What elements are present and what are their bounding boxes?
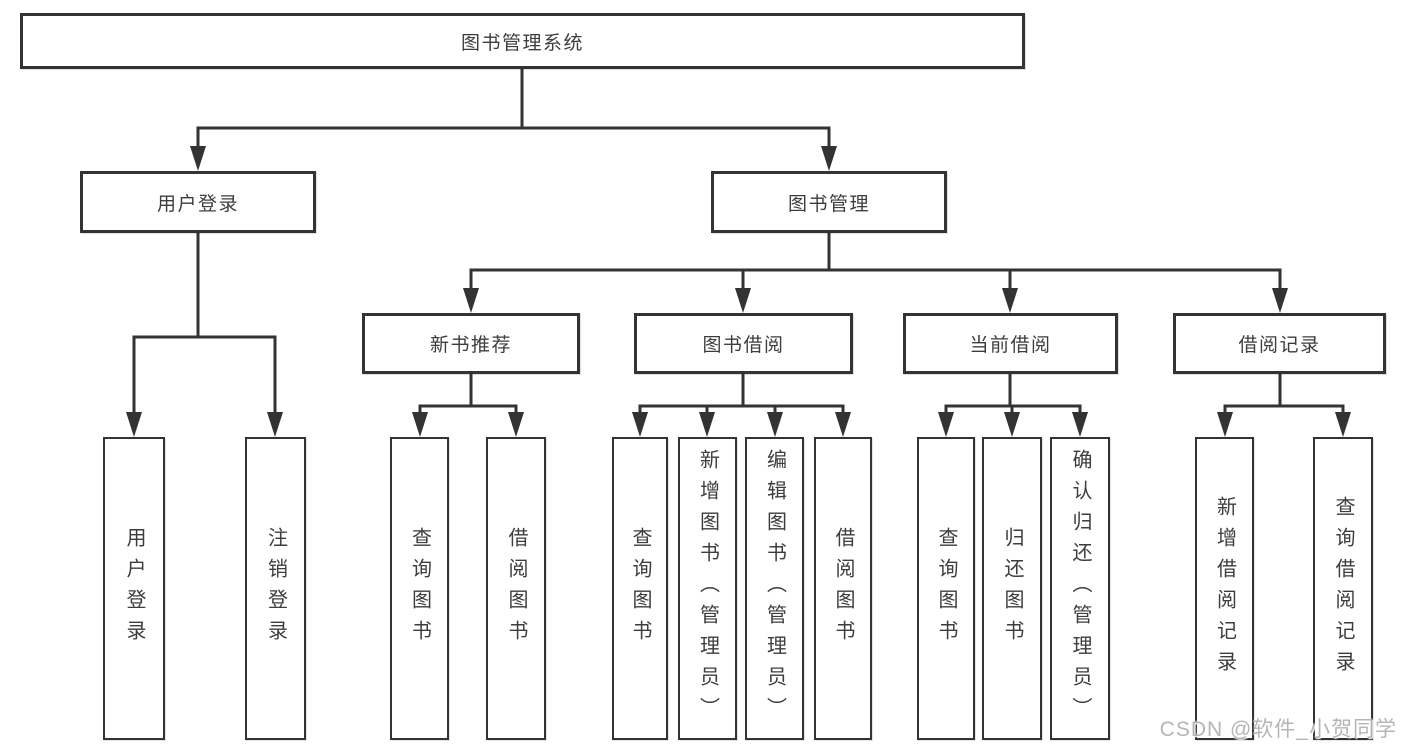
watermark: CSDN @软件_小贺同学 (1159, 718, 1397, 741)
node-book-borrowing: 图书借阅 (634, 313, 853, 374)
leaf-confirm-return-admin: 确认归还（管理员） (1050, 437, 1110, 740)
node-library-management-system: 图书管理系统 (20, 13, 1025, 69)
node-label: 图书借阅 (702, 335, 785, 356)
node-label: 用户登录 (156, 193, 239, 215)
node-label: 确认归还（管理员） (1069, 449, 1091, 728)
node-label: 借阅图书 (505, 526, 527, 651)
leaf-edit-book-admin: 编辑图书（管理员） (745, 437, 804, 740)
leaf-return-books: 归还图书 (982, 437, 1042, 740)
leaf-query-books-recommend: 查询图书 (390, 437, 449, 740)
node-new-book-recommendation: 新书推荐 (362, 313, 580, 374)
leaf-query-books-current: 查询图书 (917, 437, 975, 740)
node-label: 新增借阅记录 (1213, 495, 1236, 682)
node-label: 当前借阅 (969, 335, 1052, 356)
node-borrowing-records: 借阅记录 (1173, 313, 1386, 374)
node-label: 查询图书 (629, 526, 651, 651)
leaf-query-books-borrowing: 查询图书 (612, 437, 668, 740)
leaf-query-borrow-record: 查询借阅记录 (1313, 437, 1373, 740)
leaf-borrow-books-borrowing: 借阅图书 (814, 437, 872, 740)
node-user-login: 用户登录 (80, 171, 316, 233)
node-current-borrowing: 当前借阅 (903, 313, 1118, 374)
node-label: 新书推荐 (429, 335, 512, 356)
node-label: 查询借阅记录 (1332, 495, 1354, 682)
node-label: 编辑图书（管理员） (763, 449, 786, 728)
node-label: 借阅记录 (1238, 335, 1321, 356)
leaf-logout: 注销登录 (245, 437, 306, 740)
node-label: 图书管理 (787, 193, 870, 215)
node-label: 查询图书 (408, 526, 431, 651)
leaf-add-book-admin: 新增图书（管理员） (678, 437, 737, 740)
node-label: 注销登录 (264, 526, 287, 651)
node-label: 查询图书 (935, 526, 957, 651)
node-label: 归还图书 (1001, 526, 1023, 651)
node-book-management: 图书管理 (711, 171, 947, 233)
leaf-borrow-books-recommend: 借阅图书 (486, 437, 546, 740)
node-label: 用户登录 (123, 526, 145, 651)
node-label: 图书管理系统 (460, 32, 584, 54)
node-label: 新增图书（管理员） (696, 449, 719, 728)
leaf-user-login: 用户登录 (103, 437, 165, 740)
node-label: 借阅图书 (832, 526, 854, 651)
leaf-add-borrow-record: 新增借阅记录 (1195, 437, 1254, 740)
